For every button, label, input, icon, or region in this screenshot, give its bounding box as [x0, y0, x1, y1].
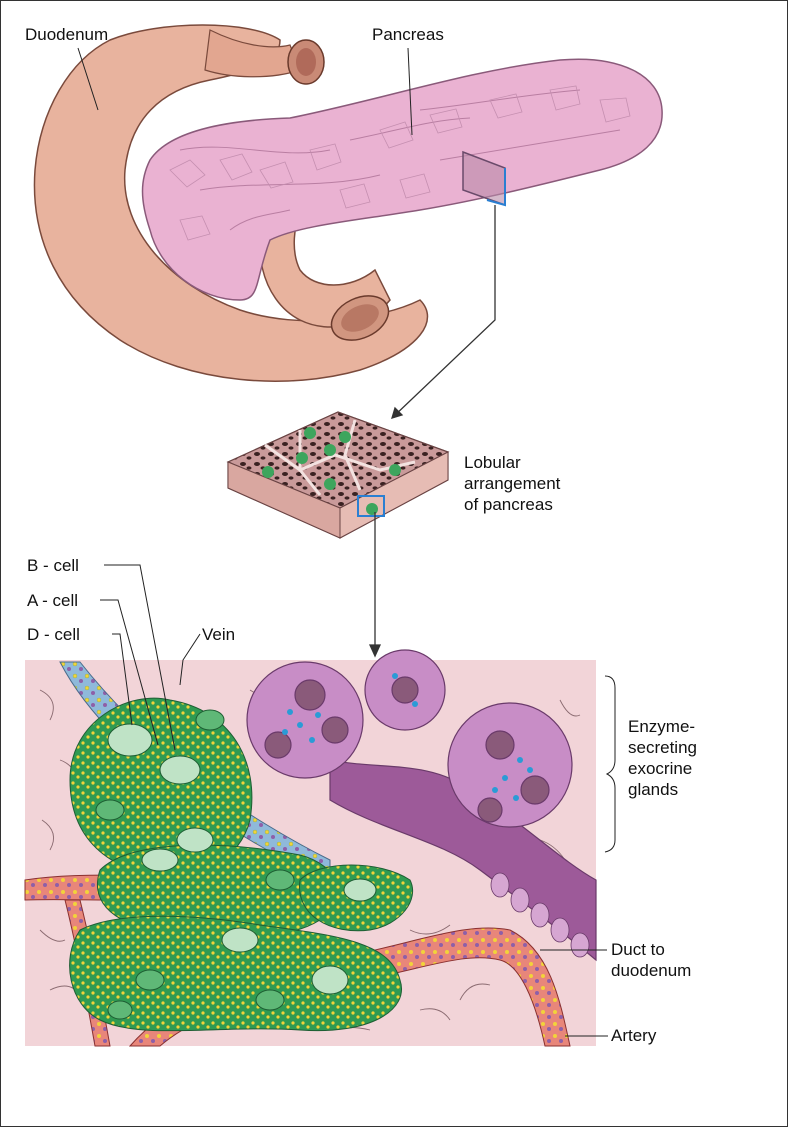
label-lobular-line2: arrangement — [464, 473, 560, 494]
label-b-cell: B - cell — [27, 555, 79, 576]
label-duodenum: Duodenum — [25, 24, 108, 45]
label-d-cell: D - cell — [27, 624, 80, 645]
pancreas-organ — [143, 59, 663, 300]
label-lobular-line3: of pancreas — [464, 494, 553, 515]
label-enzyme-line3: exocrine — [628, 758, 692, 779]
label-a-cell: A - cell — [27, 590, 78, 611]
arrow-to-detail — [370, 512, 380, 656]
label-lobular-line1: Lobular — [464, 452, 521, 473]
label-duct-line1: Duct to — [611, 939, 665, 960]
label-enzyme-line4: glands — [628, 779, 678, 800]
histology-panel — [25, 650, 596, 1046]
lobular-block — [228, 412, 448, 538]
label-pancreas: Pancreas — [372, 24, 444, 45]
label-duct-line2: duodenum — [611, 960, 691, 981]
label-artery: Artery — [611, 1025, 656, 1046]
label-enzyme-line2: secreting — [628, 737, 697, 758]
label-vein: Vein — [202, 624, 235, 645]
label-enzyme-line1: Enzyme- — [628, 716, 695, 737]
